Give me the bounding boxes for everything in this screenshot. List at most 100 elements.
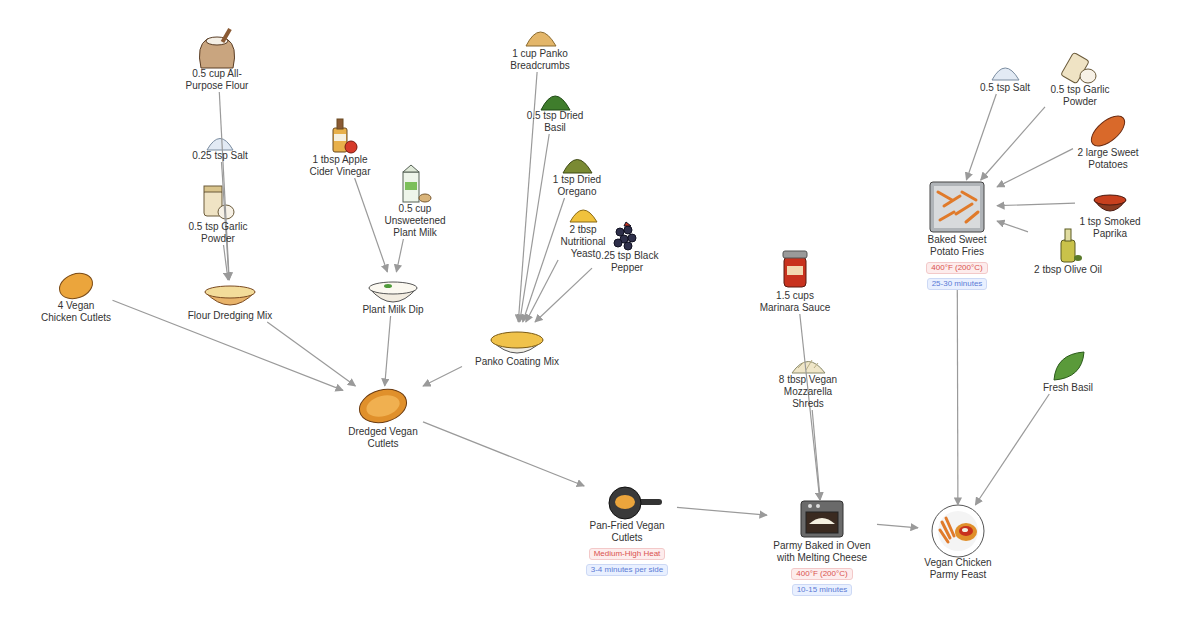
node-label: 1 tbsp Apple Cider Vinegar <box>303 154 378 178</box>
node-label: Vegan Chicken Parmy Feast <box>918 557 998 581</box>
flow-arrow <box>267 322 355 386</box>
flow-arrow <box>219 92 229 280</box>
flow-arrow <box>677 507 767 515</box>
recipe-node: 1 tbsp Apple Cider Vinegar <box>303 118 378 178</box>
flow-arrow <box>975 394 1049 505</box>
salt-pile-icon <box>207 139 233 151</box>
flow-arrow <box>224 245 229 280</box>
recipe-node: 1 cup Panko Breadcrumbs <box>503 18 578 72</box>
pepper-icon <box>614 222 636 250</box>
oregano-pile-icon <box>563 160 592 174</box>
flow-arrow <box>957 290 959 505</box>
node-label: Panko Coating Mix <box>462 356 572 368</box>
basil-pile-icon <box>541 96 570 110</box>
recipe-node: Panko Coating Mix <box>462 322 572 368</box>
node-label: 1 tsp Smoked Paprika <box>1075 216 1145 240</box>
node-label: Baked Sweet Potato Fries <box>917 234 997 258</box>
salt-pile-icon <box>992 68 1019 80</box>
recipe-node: 0.5 tsp Salt <box>970 56 1040 94</box>
node-label: 0.25 tsp Black Pepper <box>592 250 662 274</box>
oil-bottle-icon <box>1061 229 1082 262</box>
flow-arrow <box>981 107 1045 180</box>
recipe-node: 0.5 tsp Dried Basil <box>523 84 588 134</box>
flow-arrow <box>355 178 388 272</box>
fries-tray-icon <box>930 182 984 232</box>
recipe-node: 0.25 tsp Black Pepper <box>592 220 662 274</box>
badge-row: Medium-High Heat <box>577 545 677 560</box>
node-label: 0.5 cup Unsweetened Plant Milk <box>380 203 450 239</box>
vinegar-bottle-icon <box>333 119 357 153</box>
node-label: Flour Dredging Mix <box>175 310 285 322</box>
flow-arrow <box>526 260 558 322</box>
node-label: 0.5 tsp Salt <box>970 82 1040 94</box>
badge-row: 3-4 minutes per side <box>577 561 677 576</box>
badge-row: 400°F (200°C) <box>767 565 877 580</box>
recipe-node: 0.5 cup Unsweetened Plant Milk <box>380 165 450 239</box>
recipe-node: 1.5 cups Marinara Sauce <box>755 250 835 314</box>
flow-arrow <box>997 203 1075 206</box>
badge-row: 400°F (200°C) <box>917 259 997 274</box>
recipe-node: 8 tbsp Vegan Mozzarella Shreds <box>776 352 841 410</box>
milk-carton-icon <box>403 165 431 202</box>
sweet-potato-icon <box>1086 110 1129 151</box>
flow-arrow <box>518 72 537 322</box>
recipe-node: Baked Sweet Potato Fries400°F (200°C) 25-… <box>917 180 997 290</box>
node-label: 0.5 tsp Garlic Powder <box>1045 84 1115 108</box>
flow-arrow <box>997 221 1028 232</box>
bowl-icon <box>205 286 255 305</box>
recipe-node: Dredged Vegan Cutlets <box>343 386 423 450</box>
node-label: 0.5 tsp Garlic Powder <box>183 221 253 245</box>
badge-row: 25-30 minutes <box>917 275 997 290</box>
node-label: Pan-Fried Vegan Cutlets <box>577 520 677 544</box>
garlic-jar-icon <box>204 186 234 219</box>
flow-arrow <box>520 134 550 322</box>
recipe-node: Parmy Baked in Oven with Melting Cheese 4… <box>767 500 877 596</box>
plate-icon <box>932 505 984 557</box>
node-label: Fresh Basil <box>1028 382 1108 394</box>
time-badge: 10-15 minutes <box>792 584 853 596</box>
recipe-node: 0.5 tsp Garlic Powder <box>1045 50 1115 108</box>
node-label: 2 large Sweet Potatoes <box>1073 147 1143 171</box>
cutlet-icon <box>56 269 96 303</box>
node-label: Plant Milk Dip <box>353 304 433 316</box>
node-label: 0.25 tsp Salt <box>180 150 260 162</box>
node-label: 0.5 tsp Dried Basil <box>523 110 588 134</box>
node-label: 2 tbsp Olive Oil <box>1028 264 1108 276</box>
basil-leaf-icon <box>1054 352 1084 380</box>
node-label: 4 Vegan Chicken Cutlets <box>40 300 113 324</box>
flow-arrow <box>523 198 565 322</box>
cheese-pile-icon <box>792 360 825 373</box>
recipe-node: 0.5 cup All-Purpose Flour <box>181 30 253 92</box>
node-label: 8 tbsp Vegan Mozzarella Shreds <box>776 374 841 410</box>
oven-icon <box>801 501 843 537</box>
recipe-node: Plant Milk Dip <box>353 272 433 316</box>
temperature-badge: 400°F (200°C) <box>791 568 852 580</box>
node-label: 0.5 cup All-Purpose Flour <box>181 68 253 92</box>
node-label: 1 tsp Dried Oregano <box>547 174 607 198</box>
node-label: Parmy Baked in Oven with Melting Cheese <box>767 540 877 564</box>
time-badge: 25-30 minutes <box>927 278 988 290</box>
recipe-node: Vegan Chicken Parmy Feast <box>918 505 998 581</box>
recipe-node: 0.25 tsp Salt <box>180 128 260 162</box>
yeast-pile-icon <box>570 210 597 222</box>
flour-sack-icon <box>199 28 234 68</box>
flow-arrow <box>113 300 344 390</box>
bowl-icon <box>1094 195 1126 211</box>
recipe-node: 2 tbsp Olive Oil <box>1028 228 1108 276</box>
garlic-jar-icon <box>1061 52 1096 84</box>
recipe-node: 1 tsp Smoked Paprika <box>1075 188 1145 240</box>
flow-arrow <box>812 410 820 500</box>
badge-row: 10-15 minutes <box>767 581 877 596</box>
recipe-node: 1 tsp Dried Oregano <box>547 148 607 198</box>
bowl-icon <box>369 282 417 302</box>
node-label: Dredged Vegan Cutlets <box>343 426 423 450</box>
bowl-icon <box>491 332 543 353</box>
flow-arrow <box>877 524 918 527</box>
flow-arrow <box>385 316 391 386</box>
pan-icon <box>609 487 662 519</box>
sauce-jar-icon <box>783 251 807 287</box>
time-badge: 3-4 minutes per side <box>586 564 668 576</box>
